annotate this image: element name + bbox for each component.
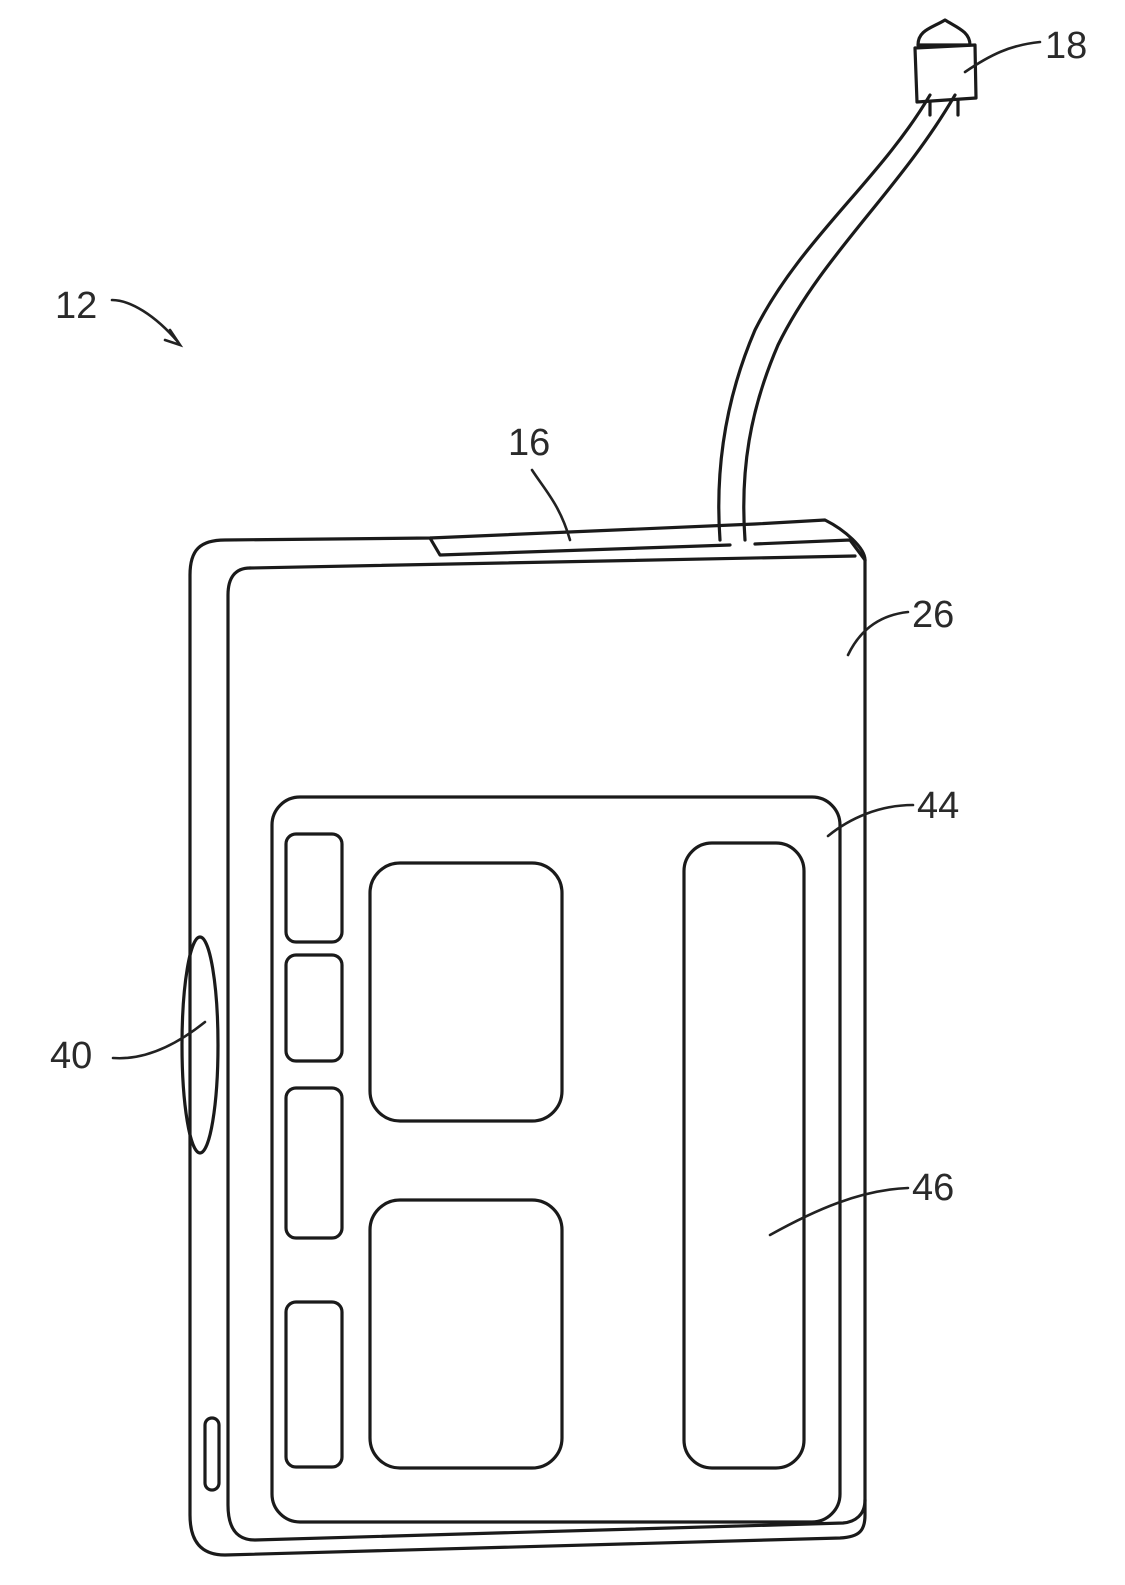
display-window bbox=[682, 841, 806, 1470]
label-40: 40 bbox=[50, 1035, 92, 1077]
label-46: 46 bbox=[912, 1167, 954, 1209]
label-26: 26 bbox=[912, 594, 954, 636]
label-44: 44 bbox=[917, 785, 959, 827]
label-18: 18 bbox=[1045, 25, 1087, 67]
keypad bbox=[284, 832, 344, 1469]
label-16: 16 bbox=[508, 422, 550, 464]
key-3[interactable] bbox=[284, 1086, 344, 1240]
leader-lines bbox=[110, 40, 1042, 1237]
label-12: 12 bbox=[55, 285, 97, 327]
key-2[interactable] bbox=[284, 953, 344, 1063]
cable bbox=[717, 93, 957, 542]
housing-face bbox=[226, 566, 867, 1542]
display-panel bbox=[270, 795, 842, 1524]
connector bbox=[913, 18, 978, 117]
key-4[interactable] bbox=[284, 1300, 344, 1469]
side-slot bbox=[203, 1416, 221, 1492]
side-button bbox=[180, 935, 220, 1155]
lower-window bbox=[368, 1198, 564, 1470]
upper-window bbox=[368, 861, 564, 1123]
key-1[interactable] bbox=[284, 832, 344, 944]
housing bbox=[188, 518, 867, 1557]
